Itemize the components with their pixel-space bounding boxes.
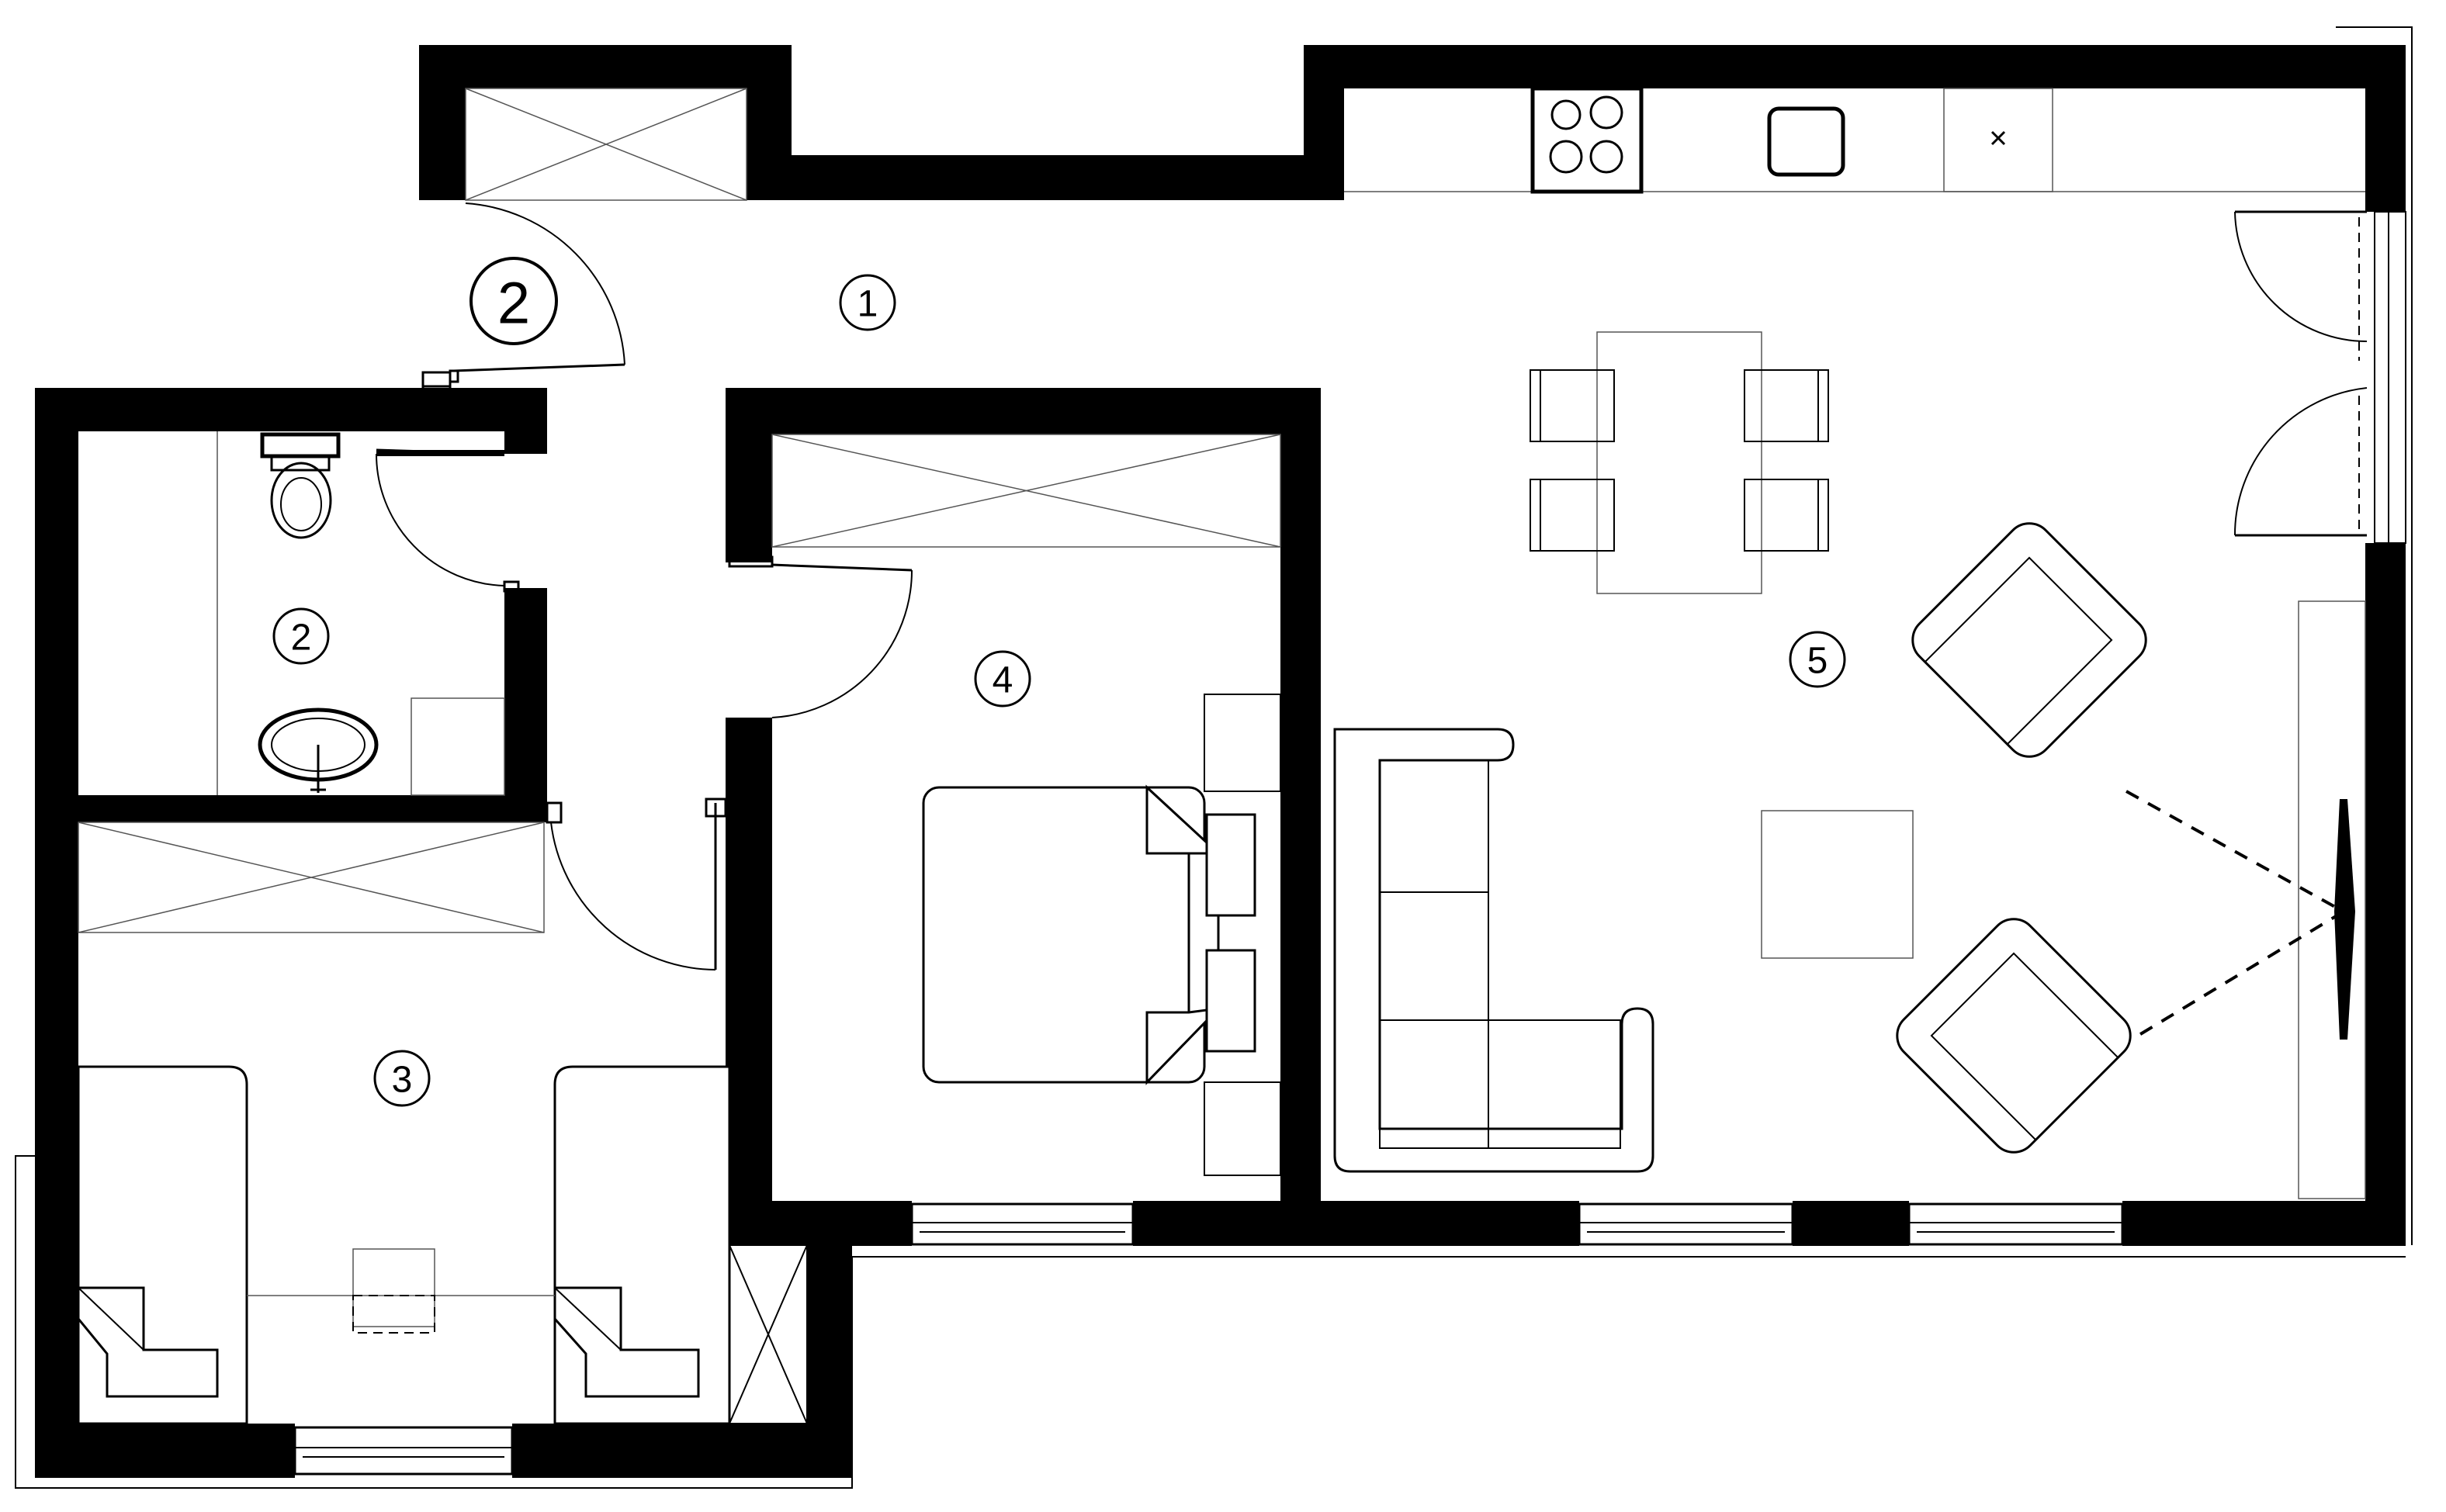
room-label-bathroom: 2 — [272, 607, 330, 665]
window-bedroom — [910, 1202, 1135, 1246]
wall-bottom-living-1 — [1133, 1201, 1579, 1246]
wall-left — [35, 388, 78, 1478]
tv — [2334, 799, 2355, 1040]
chair-1 — [1530, 369, 1615, 442]
room-number-entry: 2 — [497, 271, 530, 337]
room-number-kids-room: 3 — [392, 1060, 413, 1101]
wardrobes — [78, 88, 1281, 1424]
nightstand-lower — [1204, 1081, 1281, 1176]
wall-right-upper — [2365, 45, 2406, 212]
door-balcony-upper — [2234, 210, 2368, 361]
wall-bedroom-living — [1280, 388, 1321, 1241]
armchair-lower — [1896, 918, 2132, 1154]
wall-bottom-living-2 — [1793, 1201, 1909, 1246]
door-bedroom — [728, 555, 913, 718]
wardrobe-kids-room — [78, 822, 545, 933]
kids-room-furniture — [77, 1065, 731, 1425]
bed-right — [553, 1065, 731, 1425]
sofa — [1333, 728, 1654, 1173]
wall-right-lower — [2365, 543, 2406, 1241]
chair-4 — [1744, 479, 1829, 552]
wall-top-middle — [747, 155, 1344, 200]
wall-bath-bottom — [35, 795, 547, 822]
bathroom-fixtures — [217, 431, 505, 796]
wall-bath-right — [504, 588, 547, 822]
balcony-door — [2374, 211, 2406, 544]
room-labels: 1 2 2 3 4 5 — [272, 257, 1846, 1107]
washbasin — [258, 708, 379, 793]
kitchen — [1344, 86, 2365, 194]
window-living-right — [1907, 1202, 2124, 1246]
wall-bath-top-right — [504, 388, 547, 454]
bed-left — [77, 1065, 248, 1425]
room-label-entry: 2 — [469, 257, 558, 345]
room-label-living-kitchen: 5 — [1789, 631, 1846, 688]
stove — [1530, 86, 1644, 194]
door-entrance — [421, 202, 625, 396]
living-room-furniture — [1333, 522, 2366, 1199]
wardrobe-entrance — [465, 88, 747, 201]
dining-table — [1596, 331, 1762, 594]
bedroom-furniture — [922, 694, 1281, 1176]
chair-3 — [1744, 369, 1829, 442]
wall-left-top — [35, 388, 547, 431]
door-bathroom — [376, 448, 520, 593]
closet-corridor — [729, 1244, 808, 1424]
wall-top-kitchen — [1304, 45, 2406, 88]
room-number-hall: 1 — [857, 284, 878, 325]
tv-cabinet — [2298, 600, 2366, 1199]
washing-machine — [411, 697, 505, 796]
windows — [293, 211, 2406, 1476]
wall-bottom-living-3 — [2122, 1201, 2406, 1246]
window-living-left — [1578, 1202, 1794, 1246]
window-kids-room — [293, 1426, 514, 1476]
walls — [35, 45, 2406, 1478]
dining-area — [1530, 331, 1829, 594]
room-number-bathroom: 2 — [291, 618, 312, 659]
chair-2 — [1530, 479, 1615, 552]
wall-left-bottom-2 — [512, 1424, 852, 1478]
tv-view-lines — [2126, 790, 2347, 1037]
room-label-hall: 1 — [839, 274, 896, 331]
nightstand-upper — [1204, 694, 1281, 792]
wall-bedroom-top-left — [726, 388, 772, 562]
toilet — [260, 432, 341, 539]
wall-left-bottom-1 — [35, 1424, 295, 1478]
room-number-bedroom: 4 — [993, 660, 1013, 701]
doors — [376, 202, 2368, 971]
armchair-upper — [1911, 522, 2147, 758]
desk — [247, 1248, 555, 1334]
door-kids-room — [546, 798, 727, 971]
wall-top-left-top — [419, 45, 792, 88]
kitchen-sink — [1767, 106, 1845, 177]
facade-lines — [15, 26, 2413, 1489]
door-balcony-lower — [2233, 387, 2368, 537]
room-label-bedroom: 4 — [974, 650, 1031, 708]
room-label-kids-room: 3 — [373, 1050, 431, 1107]
double-bed — [922, 784, 1256, 1085]
wall-bedroom-left-lower — [726, 718, 772, 1245]
fridge — [1943, 88, 2053, 192]
wardrobe-bedroom — [771, 434, 1281, 548]
room-number-living-kitchen: 5 — [1807, 641, 1828, 682]
wall-bedroom-top — [726, 388, 1321, 434]
coffee-table — [1761, 810, 1914, 959]
